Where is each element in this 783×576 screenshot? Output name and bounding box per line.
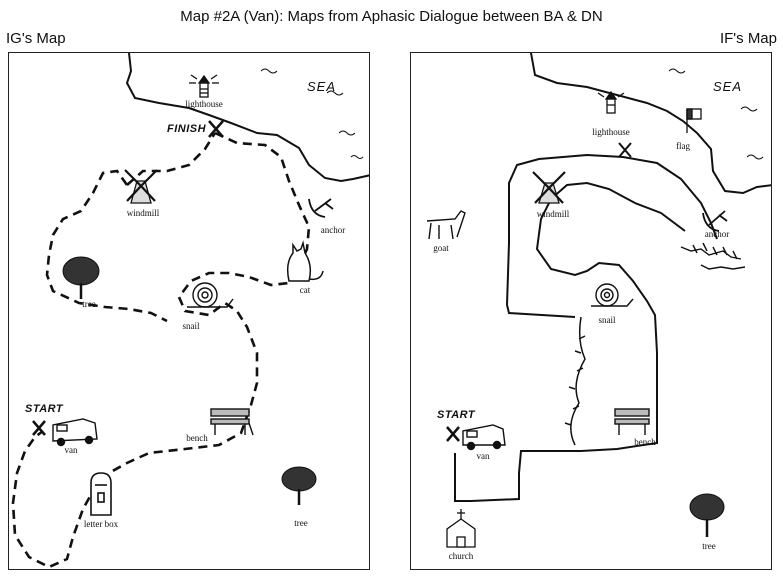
right-label-anchor: anchor: [704, 229, 730, 239]
left-label-lighthouse: lighthouse: [185, 99, 223, 109]
left-map-drawing: [11, 53, 369, 569]
left-sea-label: SEA: [307, 79, 337, 94]
left-finish-label: FINISH: [167, 123, 207, 135]
right-snail-icon: [591, 283, 634, 307]
left-map-label: IG's Map: [6, 30, 66, 47]
right-vine: [564, 316, 586, 446]
left-label-snail: snail: [182, 321, 200, 331]
right-label-windmill: windmill: [536, 209, 570, 219]
right-label-flag: flag: [676, 141, 690, 151]
page-title: Map #2A (Van): Maps from Aphasic Dialogu…: [180, 8, 603, 25]
right-anchor-icon: [702, 210, 728, 232]
left-anchor-icon: [308, 198, 334, 218]
left-van-icon: [52, 418, 98, 447]
right-windmill-icon: [532, 171, 566, 204]
left-label-bench: bench: [186, 433, 208, 443]
right-sea-label: SEA: [713, 79, 743, 94]
right-label-bench: bench: [634, 437, 656, 447]
left-start-marker: [32, 420, 46, 436]
left-route-path: [11, 131, 311, 569]
right-start-label: START: [437, 409, 476, 421]
right-map-label: IF's Map: [719, 30, 777, 47]
right-lighthouse-icon: [597, 90, 625, 114]
right-church-icon: [446, 509, 476, 548]
right-map-panel: SEA START lighthouse flag windmill goat …: [410, 52, 772, 570]
right-label-snail: snail: [598, 315, 616, 325]
left-label-letter-box: letter box: [83, 519, 119, 529]
right-tree-icon: [689, 493, 725, 537]
left-tree-icon-1: [62, 256, 100, 299]
left-letter-box-icon: [90, 472, 112, 516]
right-flag-icon: [686, 108, 702, 133]
right-label-church: church: [448, 551, 474, 561]
left-label-tree-1: tree: [82, 299, 96, 309]
right-label-van: van: [476, 451, 490, 461]
left-label-anchor: anchor: [320, 225, 346, 235]
left-bench-icon: [210, 408, 254, 436]
right-van-icon: [462, 424, 506, 451]
right-label-lighthouse: lighthouse: [592, 127, 630, 137]
right-goat-icon: [426, 210, 466, 240]
right-coastline: [530, 53, 771, 195]
left-label-tree-2: tree: [294, 518, 308, 528]
left-cat-icon: [286, 240, 324, 282]
right-route-path: [454, 153, 718, 502]
left-start-label: START: [25, 403, 64, 415]
right-sea-waves: [668, 68, 764, 160]
right-start-marker: [446, 426, 460, 442]
right-label-goat: goat: [433, 243, 449, 253]
left-snail-icon: [187, 282, 234, 308]
right-bench-icon: [614, 408, 650, 435]
left-windmill-icon: [124, 169, 158, 204]
left-label-van: van: [64, 445, 78, 455]
left-coastline: [125, 53, 369, 183]
left-finish-marker: [208, 120, 224, 138]
left-tree-icon-2: [281, 466, 317, 505]
left-lighthouse-icon: [189, 74, 219, 98]
right-map-drawing: [426, 53, 771, 548]
right-x-marker: [618, 142, 632, 158]
left-label-cat: cat: [299, 285, 311, 295]
right-cliff-hatching: [680, 242, 746, 270]
left-label-windmill: windmill: [126, 208, 160, 218]
left-sea-waves: [260, 68, 364, 159]
right-label-tree: tree: [702, 541, 716, 551]
left-map-panel: SEA FINISH START lighthouse windmill anc…: [8, 52, 370, 570]
